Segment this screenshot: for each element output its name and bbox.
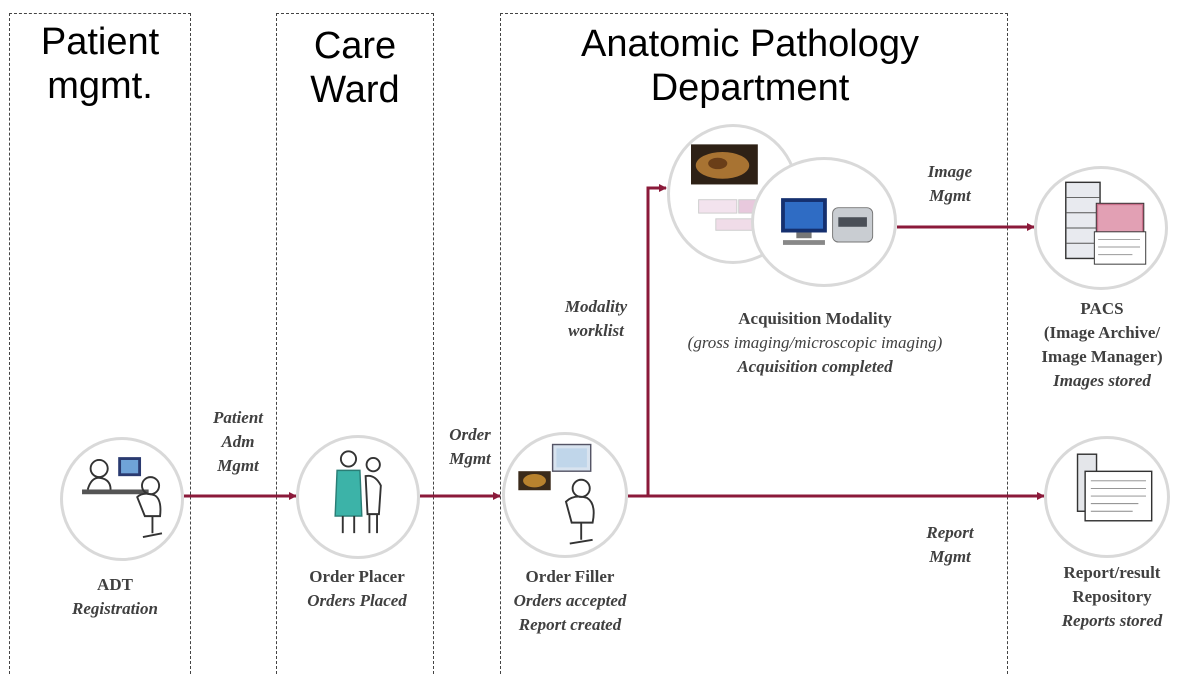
transaction-patient-adm: Patient Adm Mgmt <box>212 408 264 475</box>
zone-patient-mgmt <box>9 13 191 674</box>
order-filler-label: Order Filler Orders accepted Report crea… <box>513 567 627 634</box>
pacs-node[interactable] <box>1034 166 1168 290</box>
adt-node[interactable] <box>60 437 184 561</box>
registration-clerk-icon <box>82 457 163 538</box>
order-filler-node[interactable] <box>502 432 628 558</box>
transaction-order: Order Mgmt <box>449 425 491 468</box>
arrow-modality-worklist <box>646 184 667 496</box>
microscopic-imaging-node[interactable] <box>751 157 897 287</box>
zone-anatomic-pathology <box>500 13 1008 674</box>
order-placer-node[interactable] <box>296 435 420 559</box>
transaction-image: Image Mgmt <box>927 162 973 205</box>
slide-scanner-icon <box>781 198 874 245</box>
pacs-label: PACS (Image Archive/ Image Manager) Imag… <box>1041 299 1163 390</box>
report-repository-icon <box>1076 453 1153 522</box>
transaction-modality-worklist: Modality worklist <box>564 297 628 340</box>
order-placer-label: Order Placer Orders Placed <box>307 567 407 610</box>
gross-specimen-icon <box>691 144 759 231</box>
repository-label: Report/result Repository Reports stored <box>1061 563 1163 630</box>
image-archive-icon <box>1065 181 1147 265</box>
adt-label: ADT Registration <box>72 575 158 618</box>
repository-node[interactable] <box>1044 436 1170 558</box>
transaction-report: Report Mgmt <box>926 523 974 566</box>
nurse-patient-icon <box>334 450 382 534</box>
pathologist-workstation-icon <box>518 443 595 545</box>
zone-care-ward <box>276 13 434 674</box>
acquisition-label: Acquisition Modality (gross imaging/micr… <box>687 309 943 376</box>
